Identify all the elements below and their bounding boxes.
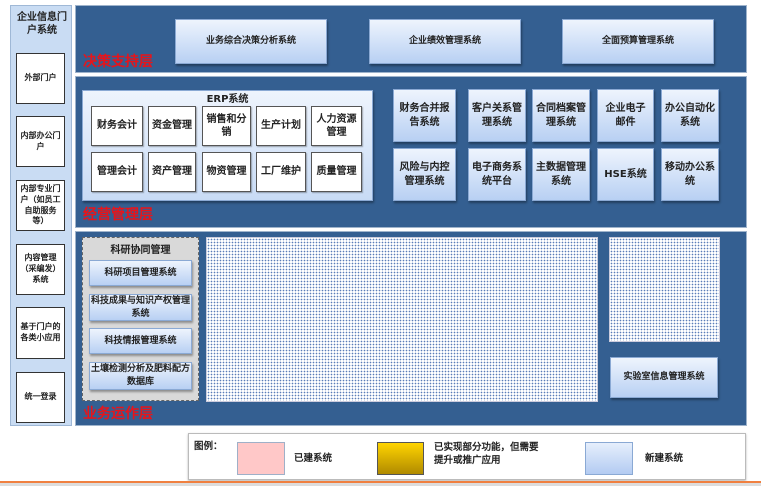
placeholder-area-right bbox=[609, 237, 720, 342]
legend-title: 图例： bbox=[194, 441, 223, 452]
operation-system[interactable]: 移动办公系统 bbox=[661, 148, 719, 201]
operation-layer-label: 经营管理层 bbox=[83, 207, 153, 223]
operation-system[interactable]: 电子商务系统平台 bbox=[468, 148, 526, 201]
portal-item-sso[interactable]: 统一登录 bbox=[16, 372, 65, 423]
placeholder-area-main bbox=[206, 237, 598, 402]
business-layer-label: 业务运作层 bbox=[83, 406, 153, 422]
divider-line bbox=[0, 481, 761, 483]
erp-module[interactable]: 财务会计 bbox=[91, 106, 143, 146]
operation-system[interactable]: 合同档案管理系统 bbox=[532, 89, 590, 142]
decision-layer-label: 决策支持层 bbox=[83, 54, 153, 70]
operation-system[interactable]: 主数据管理系统 bbox=[532, 148, 590, 201]
erp-module[interactable]: 生产计划 bbox=[256, 106, 306, 146]
legend-swatch-new bbox=[585, 442, 633, 475]
system-performance[interactable]: 企业绩效管理系统 bbox=[369, 19, 521, 64]
erp-module[interactable]: 人力资源管理 bbox=[311, 106, 362, 146]
portal-item-small-apps[interactable]: 基于门户的各类小应用 bbox=[16, 307, 65, 359]
portal-item-internal-professional[interactable]: 内部专业门户（如员工自助服务等） bbox=[16, 180, 65, 231]
erp-module[interactable]: 质量管理 bbox=[311, 152, 362, 192]
system-budget[interactable]: 全面预算管理系统 bbox=[562, 19, 714, 64]
research-system-projects[interactable]: 科研项目管理系统 bbox=[89, 260, 192, 286]
portal-item-internal-office[interactable]: 内部办公门户 bbox=[16, 116, 65, 167]
legend-swatch-built bbox=[237, 442, 285, 475]
operation-system[interactable]: 客户关系管理系统 bbox=[468, 89, 526, 142]
operation-system[interactable]: 企业电子邮件 bbox=[597, 89, 654, 142]
erp-module[interactable]: 销售和分销 bbox=[202, 106, 251, 146]
legend-swatch-partial bbox=[377, 442, 424, 475]
legend-label-built: 已建系统 bbox=[294, 453, 333, 464]
operation-system[interactable]: 风险与内控管理系统 bbox=[393, 148, 456, 201]
system-decision-analysis[interactable]: 业务综合决策分析系统 bbox=[175, 19, 327, 64]
research-system-soil-db[interactable]: 土壤检测分析及肥料配方数据库 bbox=[89, 362, 192, 390]
footer-bar bbox=[0, 483, 761, 486]
operation-system[interactable]: HSE系统 bbox=[597, 148, 654, 201]
research-title: 科研协同管理 bbox=[110, 245, 171, 256]
erp-module[interactable]: 资产管理 bbox=[148, 152, 196, 192]
erp-module[interactable]: 工厂维护 bbox=[256, 152, 306, 192]
research-system-intelligence[interactable]: 科技情报管理系统 bbox=[89, 328, 192, 354]
erp-title: ERP系统 bbox=[206, 94, 249, 105]
portal-item-content-management[interactable]: 内容管理（采编发）系统 bbox=[16, 244, 65, 295]
operation-system[interactable]: 财务合并报告系统 bbox=[393, 89, 456, 142]
erp-module[interactable]: 管理会计 bbox=[91, 152, 143, 192]
system-lims[interactable]: 实验室信息管理系统 bbox=[610, 357, 718, 398]
legend-label-new: 新建系统 bbox=[645, 453, 684, 464]
legend-label-partial: 已实现部分功能，但需要提升或推广应用 bbox=[434, 442, 539, 467]
erp-module[interactable]: 资金管理 bbox=[148, 106, 196, 146]
operation-system[interactable]: 办公自动化系统 bbox=[661, 89, 719, 142]
research-system-ip[interactable]: 科技成果与知识产权管理系统 bbox=[89, 294, 192, 321]
erp-module[interactable]: 物资管理 bbox=[202, 152, 251, 192]
portal-title: 企业信息门户系统 bbox=[17, 12, 67, 36]
portal-item-external[interactable]: 外部门户 bbox=[16, 53, 65, 104]
